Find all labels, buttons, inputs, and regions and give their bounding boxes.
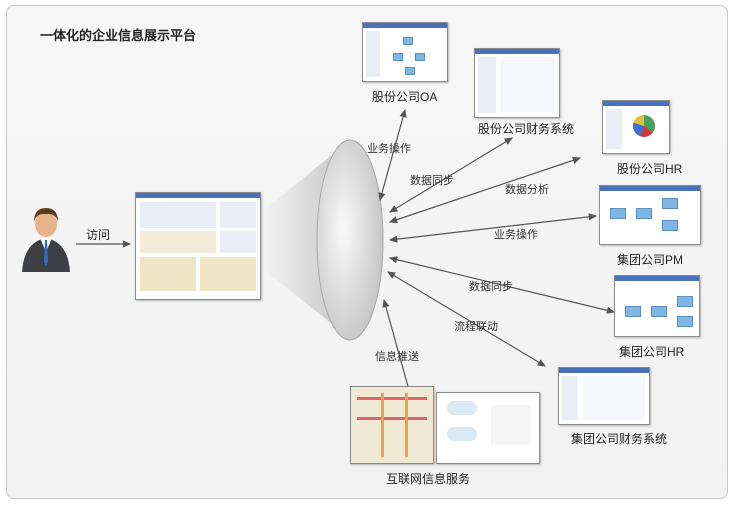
user-action-label: 访问	[86, 228, 111, 242]
system-label-hr: 股份公司HR	[617, 162, 683, 176]
group-hr-screenshot	[614, 275, 700, 337]
system-label-finance: 股份公司财务系统	[478, 122, 575, 136]
edge-label-group-hr: 数据同步	[469, 281, 513, 293]
system-label-oa: 股份公司OA	[372, 90, 438, 104]
hr-screenshot	[602, 100, 670, 154]
group-finance-screenshot	[558, 367, 650, 425]
system-label-internet: 互联网信息服务	[386, 472, 471, 486]
arrow-group-pm	[388, 213, 598, 243]
finance-screenshot	[474, 48, 560, 118]
edge-label-finance: 数据同步	[410, 175, 454, 187]
edge-label-internet: 信息推送	[375, 351, 419, 363]
arrow-group-finance	[386, 271, 547, 367]
diagram-title: 一体化的企业信息展示平台	[40, 28, 197, 43]
group-pm-screenshot	[599, 185, 701, 245]
edge-label-group-finance: 流程联动	[454, 321, 498, 333]
edge-label-hr: 数据分析	[505, 184, 549, 196]
internet-map-screenshot	[350, 386, 434, 464]
arrow-hr	[388, 156, 582, 224]
system-label-group-hr: 集团公司HR	[619, 345, 685, 359]
oa-screenshot	[362, 22, 448, 82]
portal-screenshot	[135, 192, 261, 300]
edge-label-group-pm: 业务操作	[494, 229, 538, 241]
system-label-group-pm: 集团公司PM	[617, 253, 684, 267]
edge-label-oa: 业务操作	[367, 143, 411, 155]
integration-lens	[316, 139, 384, 341]
user-icon	[22, 208, 70, 272]
system-label-group-finance: 集团公司财务系统	[571, 432, 668, 446]
internet-weather-screenshot	[436, 392, 540, 464]
